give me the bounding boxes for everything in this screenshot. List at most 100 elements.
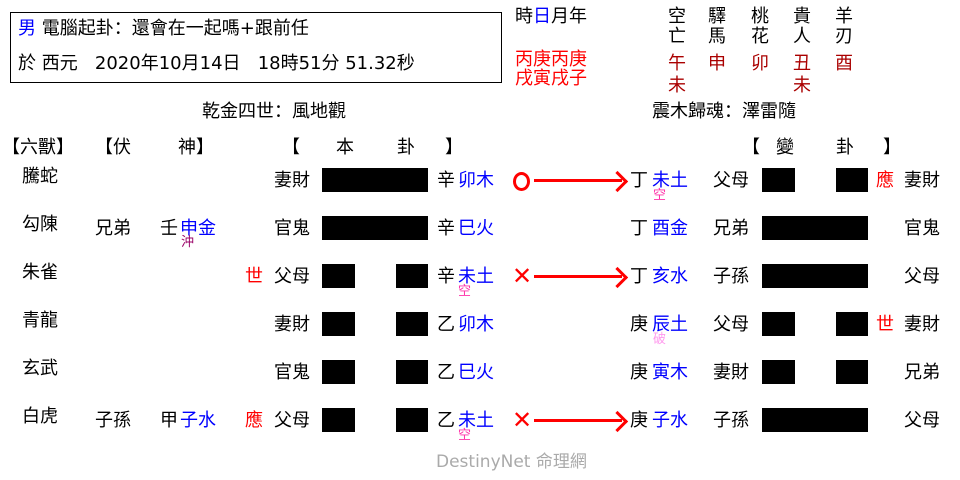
shensha-name: 花 [751, 26, 769, 47]
six-beast: 騰蛇 [22, 166, 58, 187]
original-line-yin-bar-right [396, 264, 428, 288]
changed-branch: 辰土 [652, 314, 688, 335]
moving-cross-icon: ✕ [512, 262, 533, 290]
original-branch: 巳火 [458, 362, 494, 383]
ying-marker: 應 [245, 410, 263, 431]
shensha-name: 驛 [708, 6, 726, 27]
date-line: 於 西元 2020年10月14日 18時51分 51.32秒 [18, 53, 415, 75]
shensha-value: 卯 [751, 53, 769, 74]
void-note: 空 [653, 188, 667, 203]
original-line-yang-bar [322, 216, 428, 240]
hidden-branch: 申金 [180, 218, 216, 239]
original-stem: 辛 [437, 170, 455, 191]
changed-stem: 庚 [630, 410, 648, 431]
shensha-name: 馬 [708, 26, 726, 47]
shi-marker: 世 [876, 314, 894, 335]
shensha-value: 午 [668, 53, 686, 74]
change-arrow-head-icon [606, 410, 629, 433]
six-relation: 父母 [274, 410, 310, 431]
changed-relation-left: 兄弟 [713, 218, 749, 239]
hidden-relation: 兄弟 [95, 218, 131, 239]
changed-relation-left: 妻財 [713, 362, 749, 383]
changed-relation-left: 子孫 [713, 266, 749, 287]
hidden-branch: 子水 [180, 410, 216, 431]
original-stem: 辛 [437, 266, 455, 287]
original-branch: 巳火 [458, 218, 494, 239]
pillar-month-label: 月 [551, 6, 569, 27]
original-line-yin-bar-left [322, 360, 355, 384]
question-line: 男 電腦起卦：還會在一起嗎+跟前任 [18, 18, 309, 40]
change-arrow-line [534, 179, 622, 182]
header-hidden-open: 【伏 [95, 137, 131, 158]
shensha-value: 未 [793, 75, 811, 96]
header-original-close: 】 [445, 137, 463, 158]
change-arrow-head-icon [606, 170, 629, 193]
six-relation: 官鬼 [274, 362, 310, 383]
six-beast: 朱雀 [22, 262, 58, 283]
original-branch: 卯木 [458, 170, 494, 191]
six-beast: 勾陳 [22, 214, 58, 235]
original-stem: 乙 [437, 314, 455, 335]
header-hidden-close: 神】 [178, 137, 214, 158]
shensha-name: 羊 [835, 6, 853, 27]
original-stem: 辛 [437, 218, 455, 239]
six-beast: 白虎 [22, 406, 58, 427]
gender-label: 男 [18, 18, 36, 39]
void-note: 空 [458, 284, 472, 299]
changed-branch: 酉金 [652, 218, 688, 239]
watermark: DestinyNet 命理網 [436, 452, 587, 472]
changed-hexagram-title: 震木歸魂：澤雷隨 [652, 101, 796, 122]
change-arrow-line [534, 275, 622, 278]
changed-stem: 丁 [630, 218, 648, 239]
header-changed-1: 變 [776, 137, 794, 158]
changed-line-yin-bar-right [836, 168, 868, 192]
pillar-labels: 時日月年 [515, 6, 587, 28]
shensha-name: 亡 [668, 26, 686, 47]
changed-line-yang-bar [762, 264, 868, 288]
changed-relation-right: 父母 [904, 266, 940, 287]
header-original-2: 卦 [397, 137, 415, 158]
changed-line-yang-bar [762, 408, 868, 432]
changed-relation-right: 妻財 [904, 314, 940, 335]
six-relation: 官鬼 [274, 218, 310, 239]
clash-note: 沖 [181, 235, 195, 250]
shensha-name: 刃 [835, 26, 853, 47]
original-hexagram-title: 乾金四世：風地觀 [202, 101, 346, 122]
header-changed-2: 卦 [836, 137, 854, 158]
pillar-day-label: 日 [533, 6, 551, 27]
original-line-yin-bar-left [322, 264, 355, 288]
shensha-name: 桃 [751, 6, 769, 27]
shensha-name: 貴 [793, 6, 811, 27]
header-changed-open: 【 [742, 137, 760, 158]
changed-relation-right: 官鬼 [904, 218, 940, 239]
header-changed-close: 】 [883, 137, 901, 158]
shensha-value: 申 [708, 53, 726, 74]
original-line-yin-bar-right [396, 312, 428, 336]
changed-stem: 丁 [630, 266, 648, 287]
original-stem: 乙 [437, 410, 455, 431]
changed-line-yin-bar-left [762, 360, 795, 384]
original-branch: 卯木 [458, 314, 494, 335]
six-beast: 玄武 [22, 358, 58, 379]
hidden-relation: 子孫 [95, 410, 131, 431]
changed-stem: 庚 [630, 314, 648, 335]
changed-line-yin-bar-right [836, 312, 868, 336]
six-relation: 父母 [274, 266, 310, 287]
changed-stem: 庚 [630, 362, 648, 383]
shensha-value: 未 [668, 75, 686, 96]
header-original-1: 本 [336, 137, 354, 158]
void-note: 空 [458, 428, 472, 443]
change-arrow-head-icon [606, 266, 629, 289]
original-line-yin-bar-left [322, 408, 355, 432]
changed-line-yin-bar-left [762, 312, 795, 336]
changed-relation-right: 妻財 [904, 170, 940, 191]
pillar-hour-label: 時 [515, 6, 533, 27]
pillar-year-label: 年 [569, 6, 587, 27]
shensha-name: 空 [668, 6, 686, 27]
changed-branch: 子水 [652, 410, 688, 431]
shi-marker: 世 [245, 266, 263, 287]
six-relation: 妻財 [274, 314, 310, 335]
change-arrow-line [534, 419, 622, 422]
question-info-box: 男 電腦起卦：還會在一起嗎+跟前任 於 西元 2020年10月14日 18時51… [10, 12, 502, 83]
moving-circle-icon [513, 172, 530, 191]
